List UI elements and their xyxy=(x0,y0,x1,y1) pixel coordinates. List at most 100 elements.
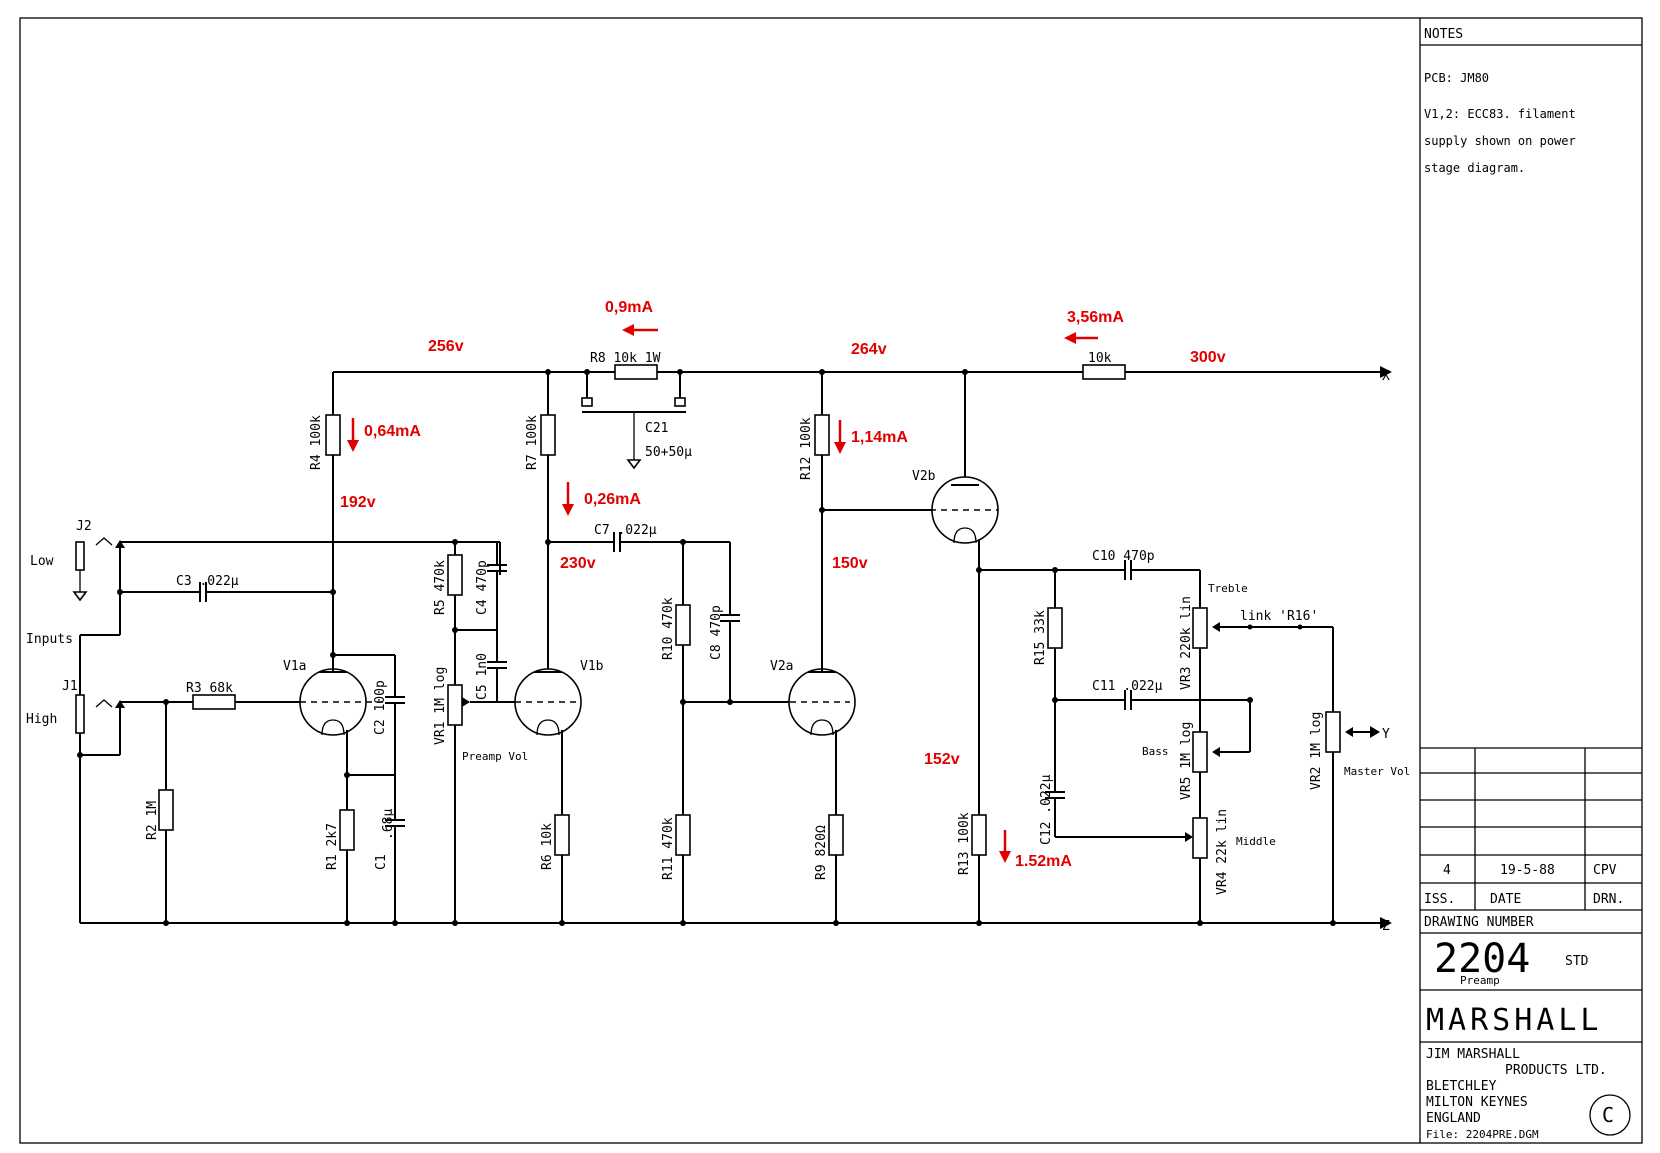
j2-jack xyxy=(75,541,85,571)
r10-label: R10 470k xyxy=(661,597,676,660)
r7-label: R7 100k xyxy=(525,415,540,470)
r2-label: R2 1M xyxy=(145,801,160,840)
r15-label: R15 33k xyxy=(1033,610,1048,665)
r3-label: R3 68k xyxy=(186,681,233,696)
c4-label: C4 470p xyxy=(475,560,490,615)
j1-jack xyxy=(75,694,85,734)
file-name: File: 2204PRE.DGM xyxy=(1426,1128,1539,1141)
c1-value: .68µ xyxy=(381,809,396,840)
r6-label: R6 10k xyxy=(540,823,555,870)
r9-label: R9 820Ω xyxy=(814,825,829,880)
v2a-label: V2a xyxy=(770,659,793,674)
c11-label: C11 .022µ xyxy=(1092,679,1163,694)
r7-resistor xyxy=(540,414,556,456)
drawing-suffix: STD xyxy=(1565,954,1589,969)
notes-line-1: PCB: JM80 xyxy=(1424,71,1489,85)
vr4-pot xyxy=(1192,817,1208,859)
r3-resistor xyxy=(192,694,236,710)
company-line-5: ENGLAND xyxy=(1426,1111,1481,1126)
title-block xyxy=(1419,18,1642,1143)
voltage-150: 150v xyxy=(832,555,868,572)
vr4-label: VR4 22k lin xyxy=(1215,809,1230,895)
v1b-label: V1b xyxy=(580,659,604,674)
r11-resistor xyxy=(675,814,691,856)
notes-line-3: supply shown on power xyxy=(1424,134,1576,148)
drawing-sub: Preamp xyxy=(1460,974,1500,987)
bass-label: Bass xyxy=(1142,745,1169,758)
company-line-2: PRODUCTS LTD. xyxy=(1505,1063,1607,1078)
voltage-192: 192v xyxy=(340,494,376,511)
r13-resistor xyxy=(971,814,987,856)
c7-label: C7 .022µ xyxy=(594,523,657,538)
terminal-z: Z xyxy=(1382,919,1390,934)
c10-label: C10 470p xyxy=(1092,549,1155,564)
treble-label: Treble xyxy=(1208,582,1248,595)
vr1-label: VR1 1M log xyxy=(433,667,448,745)
c21-value: 50+50µ xyxy=(645,445,692,460)
link-label: link 'R16' xyxy=(1240,609,1318,624)
issue-date: 19-5-88 xyxy=(1500,863,1555,878)
c1-label: C1 xyxy=(374,854,389,870)
master-vol-label: Master Vol xyxy=(1344,765,1410,778)
r8-resistor xyxy=(614,364,658,380)
voltage-152: 152v xyxy=(924,751,960,768)
r12-label: R12 100k xyxy=(799,417,814,480)
voltage-264: 264v xyxy=(851,341,887,358)
vr5-pot xyxy=(1192,731,1208,773)
r-10k-resistor xyxy=(1082,364,1126,380)
current-356ma: 3,56mA xyxy=(1067,309,1124,326)
r11-label: R11 470k xyxy=(661,817,676,880)
copyright-mark: C xyxy=(1602,1103,1614,1127)
vr5-label: VR5 1M log xyxy=(1179,722,1194,800)
v2b-label: V2b xyxy=(912,469,936,484)
drawing-number: 2204 xyxy=(1434,936,1530,982)
rail-x-arrow xyxy=(1380,366,1392,378)
c5-label: C5 1n0 xyxy=(475,653,490,700)
current-arrows xyxy=(347,324,1098,863)
r9-resistor xyxy=(828,814,844,856)
notes-line-4: stage diagram. xyxy=(1424,161,1525,175)
r1-label: R1 2k7 xyxy=(325,823,340,870)
brand-name: MARSHALL xyxy=(1426,1003,1603,1038)
inputs-label: Inputs xyxy=(26,632,73,647)
r4-label: R4 100k xyxy=(309,415,324,470)
date-label: DATE xyxy=(1490,892,1521,907)
c21-label: C21 xyxy=(645,421,668,436)
current-064ma: 0,64mA xyxy=(364,423,421,440)
c8-label: C8 470p xyxy=(709,605,724,660)
notes-header: NOTES xyxy=(1424,27,1463,42)
c3-label: C3 .022µ xyxy=(176,574,239,589)
r15-resistor xyxy=(1047,607,1063,649)
rail-z-arrow xyxy=(1380,917,1392,929)
c21-ground xyxy=(626,459,642,470)
preamp-vol-label: Preamp Vol xyxy=(462,750,528,763)
vr1-pot xyxy=(447,684,463,726)
issue-number: 4 xyxy=(1443,863,1451,878)
r10k-label: 10k xyxy=(1088,351,1112,366)
company-line-4: MILTON KEYNES xyxy=(1426,1095,1528,1110)
current-152ma: 1.52mA xyxy=(1015,853,1072,870)
vr2-pot xyxy=(1325,711,1341,753)
vr3-pot xyxy=(1192,607,1208,649)
r6-resistor xyxy=(554,814,570,856)
terminal-x: X xyxy=(1382,369,1390,384)
middle-label: Middle xyxy=(1236,835,1276,848)
drawing-border xyxy=(19,17,1643,1144)
r5-label: R5 470k xyxy=(433,560,448,615)
j2-label: J2 xyxy=(76,519,92,534)
vr2-label: VR2 1M log xyxy=(1309,712,1324,790)
vr3-label: VR3 220k lin xyxy=(1179,596,1194,690)
r4-resistor xyxy=(325,414,341,456)
current-114ma: 1,14mA xyxy=(851,429,908,446)
drawing-number-label: DRAWING NUMBER xyxy=(1424,915,1534,930)
drn-label: DRN. xyxy=(1593,892,1624,907)
r2-resistor xyxy=(158,789,174,831)
r1-resistor xyxy=(339,809,355,851)
current-09ma: 0,9mA xyxy=(605,299,653,316)
r12-resistor xyxy=(814,414,830,456)
c12-label: C12 .022µ xyxy=(1039,774,1054,845)
terminal-y: Y xyxy=(1382,727,1390,742)
voltage-300: 300v xyxy=(1190,349,1226,366)
high-label: High xyxy=(26,712,57,727)
drawn-by: CPV xyxy=(1593,863,1617,878)
